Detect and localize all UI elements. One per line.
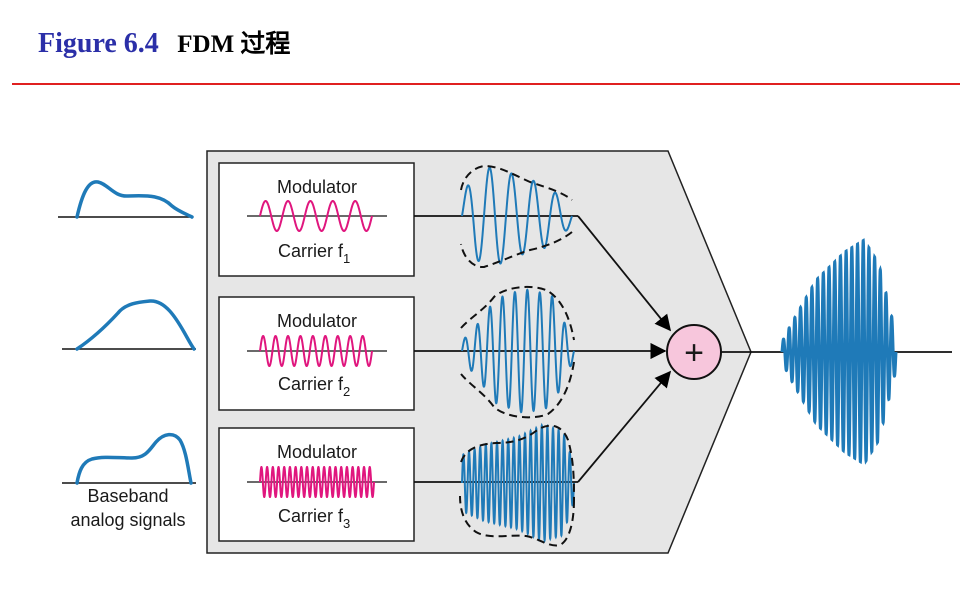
arrow-1 xyxy=(577,215,672,332)
baseband-signal-3 xyxy=(75,432,193,485)
modulator-label-3: Modulator xyxy=(277,442,357,462)
composite-signal xyxy=(780,238,898,465)
figure-number: Figure 6.4 xyxy=(38,28,159,59)
modulator-label-2: Modulator xyxy=(277,311,357,331)
envelope-1 xyxy=(460,164,573,269)
plus-icon: + xyxy=(684,334,704,372)
carrier-label-1: Carrier f1 xyxy=(278,241,350,266)
carrier-label-2: Carrier f2 xyxy=(278,374,350,399)
carrier-wave-1 xyxy=(259,199,373,233)
carrier-wave-2 xyxy=(259,334,373,368)
modulator-box-3 xyxy=(218,427,415,542)
baseband-caption-line2: analog signals xyxy=(70,510,185,530)
baseband-signal-1 xyxy=(75,180,194,219)
modulated-wave-3 xyxy=(461,422,575,544)
modulated-wave-2 xyxy=(461,288,575,414)
envelope-3 xyxy=(459,424,575,547)
modulator-label-1: Modulator xyxy=(277,177,357,197)
figure-caption: FDM 过程 xyxy=(177,31,291,58)
baseband-caption-line1: Baseband xyxy=(87,486,168,506)
carrier-label-3: Carrier f3 xyxy=(278,506,350,531)
title-divider xyxy=(12,83,960,85)
baseband-signal-2 xyxy=(75,299,196,351)
modulated-wave-1 xyxy=(461,166,573,265)
envelope-2 xyxy=(460,285,575,419)
carrier-wave-3 xyxy=(259,466,375,498)
arrow-3 xyxy=(577,370,672,483)
figure-title: Figure 6.4 FDM 过程 xyxy=(38,24,290,60)
